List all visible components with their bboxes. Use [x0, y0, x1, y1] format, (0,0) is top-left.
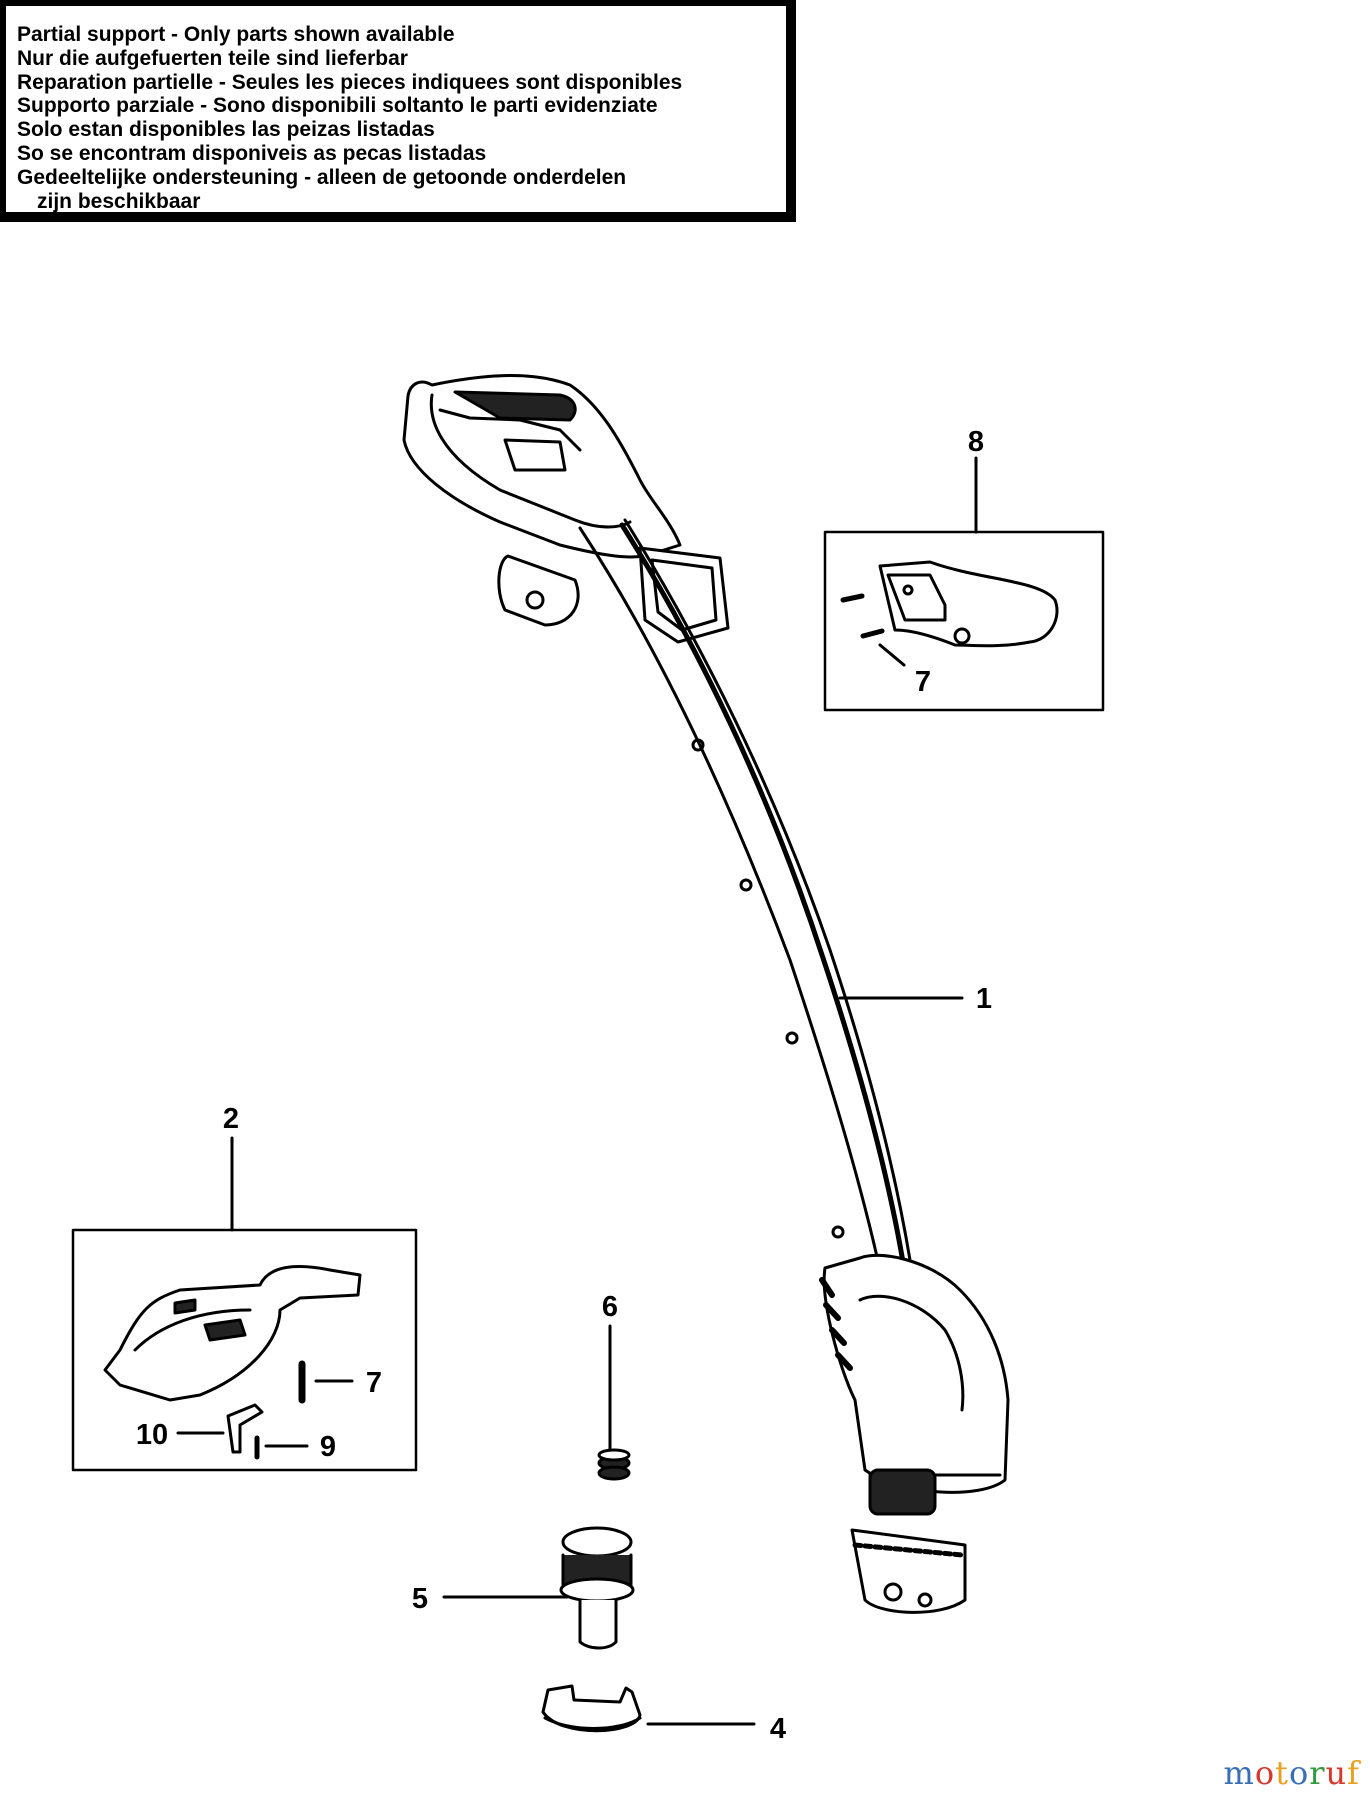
cap-part-4: [541, 1684, 642, 1733]
notice-line-de: Nur die aufgefuerten teile sind lieferba…: [17, 46, 408, 70]
watermark-letter: f: [1347, 1754, 1360, 1792]
leader-7a: [878, 643, 906, 667]
spool-part-5: [559, 1526, 635, 1650]
motoruf-watermark: motoruf: [1224, 1754, 1360, 1792]
watermark-letter: o: [1254, 1754, 1276, 1792]
callout-7-guard: 7: [366, 1367, 382, 1399]
notice-line-fr: Reparation partielle - Seules les pieces…: [17, 70, 683, 94]
notice-line-en: Partial support - Only parts shown avail…: [17, 23, 455, 46]
callout-4: 4: [770, 1713, 786, 1745]
front-handle-part-8: [878, 560, 1059, 648]
part-2-box: [71, 1228, 418, 1472]
callout-2: 2: [223, 1103, 239, 1135]
guard-part-2: [103, 1265, 362, 1402]
part-8-box: [823, 530, 1105, 712]
notice-line-nl: Gedeeltelijke ondersteuning - alleen de …: [17, 165, 627, 189]
callout-8: 8: [968, 426, 984, 458]
notice-line-nl-cont: zijn beschikbaar: [37, 189, 201, 213]
watermark-letter: m: [1223, 1754, 1255, 1792]
notice-line-pt: So se encontram disponiveis as pecas lis…: [17, 141, 487, 165]
callout-5: 5: [412, 1583, 428, 1615]
callout-10: 10: [136, 1419, 168, 1451]
watermark-letter: t: [1275, 1754, 1289, 1792]
callout-9: 9: [320, 1431, 336, 1463]
callout-1: 1: [976, 983, 992, 1015]
watermark-letter: o: [1288, 1754, 1310, 1792]
spring-part-6: [597, 1448, 631, 1481]
watermark-letter: r: [1309, 1754, 1326, 1792]
blade-part-10: [226, 1403, 264, 1454]
trimmer-body: [402, 374, 1010, 1614]
partial-support-notice: Partial support - Only parts shown avail…: [0, 0, 796, 222]
callout-7-top: 7: [915, 666, 931, 698]
watermark-letter: u: [1325, 1754, 1348, 1792]
callout-6: 6: [602, 1291, 618, 1323]
notice-line-es: Solo estan disponibles las peizas listad…: [17, 118, 435, 142]
notice-line-it: Supporto parziale - Sono disponibili sol…: [17, 94, 658, 118]
screw-7-top: [840, 593, 885, 639]
